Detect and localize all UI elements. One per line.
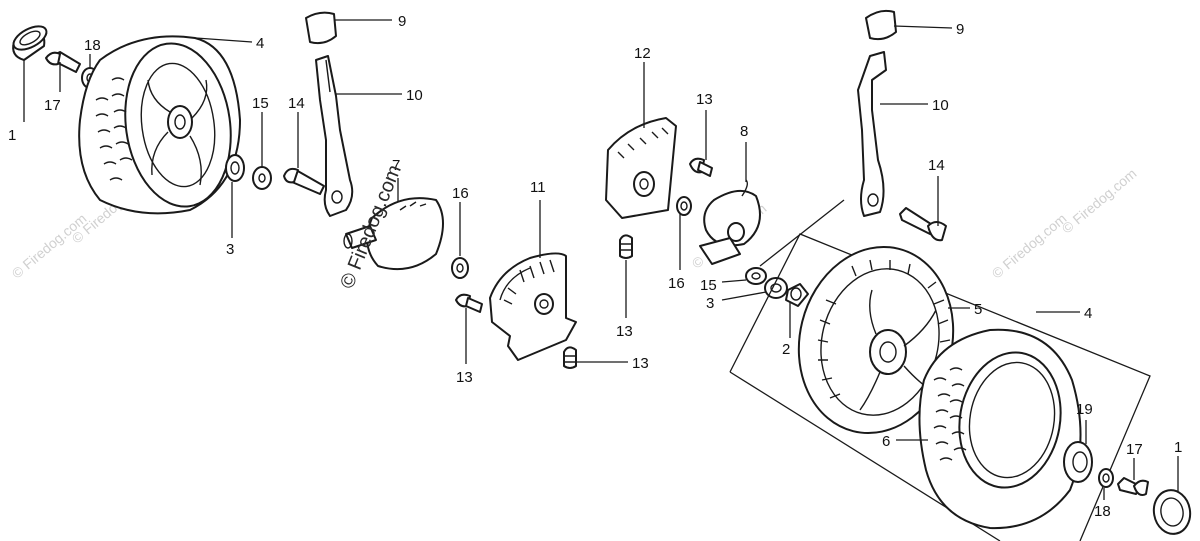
tire-6 (918, 328, 1082, 530)
washer-15-left (252, 166, 272, 190)
callout-3-right: 3 (706, 295, 714, 312)
callout-16-left: 16 (452, 185, 469, 202)
washer-16-left (451, 257, 469, 279)
bolt-14-left (283, 167, 325, 195)
callout-5: 5 (974, 301, 982, 318)
callout-7: 7 (392, 157, 400, 174)
callout-13-upper: 13 (696, 91, 713, 108)
callout-12: 12 (634, 45, 651, 62)
callout-8: 8 (740, 123, 748, 140)
adjuster-plate-7 (343, 197, 444, 271)
bolt-13-bottom (563, 346, 577, 369)
callout-10-left: 10 (406, 87, 423, 104)
callout-14-right: 14 (928, 157, 945, 174)
spacer-left (225, 154, 245, 182)
callout-2: 2 (782, 341, 790, 358)
wheel-bolt-right (1117, 477, 1149, 496)
callout-10-right: 10 (932, 97, 949, 114)
callout-13-middle: 13 (616, 323, 633, 340)
leader-lines (23, 19, 1179, 500)
callout-1-left: 1 (8, 127, 16, 144)
callout-6: 6 (882, 433, 890, 450)
hub-cap-right (1152, 489, 1192, 535)
watermark-right-2: © Firedog.com (1059, 165, 1140, 236)
callout-4-right: 4 (1084, 305, 1092, 322)
lever-grip-left (305, 11, 337, 45)
bolt-13-upper (689, 157, 713, 177)
washer-16-right (676, 196, 692, 216)
callout-13-left: 13 (456, 369, 473, 386)
callout-18-left: 18 (84, 37, 101, 54)
bearing-19 (1063, 441, 1093, 483)
tread-pattern-right (933, 367, 967, 461)
callout-9-left: 9 (398, 13, 406, 30)
callout-15-right: 15 (700, 277, 717, 294)
bolt-14-right (899, 207, 947, 242)
callout-18-right: 18 (1094, 503, 1111, 520)
bolt-13-middle-top (619, 234, 633, 259)
wheel-bolt-left (45, 51, 81, 73)
callout-1-right: 1 (1174, 439, 1182, 456)
callout-13-bottom: 13 (632, 355, 649, 372)
callout-9-right: 9 (956, 21, 964, 38)
callout-17-left: 17 (44, 97, 61, 114)
plate-12 (605, 117, 677, 219)
callout-14-left: 14 (288, 95, 305, 112)
height-lever-right (857, 51, 887, 217)
washer-15-right (745, 267, 767, 285)
callout-11: 11 (530, 179, 546, 196)
callout-17-right: 17 (1126, 441, 1143, 458)
callout-numbers: 1 17 18 4 3 15 14 9 10 7 16 13 11 12 13 … (8, 13, 1182, 520)
axle-bushing-2 (785, 283, 809, 307)
wheel-left (78, 35, 241, 215)
watermark-right: © Firedog.com (989, 210, 1070, 281)
hub-cap-left (12, 25, 48, 61)
callout-4-left: 4 (256, 35, 264, 52)
adjuster-plate-8 (699, 179, 761, 265)
callout-15-left: 15 (252, 95, 269, 112)
washer-right (1098, 468, 1114, 488)
callout-3-left: 3 (226, 241, 234, 258)
height-lever-left (315, 55, 354, 217)
callout-16-right: 16 (668, 275, 685, 292)
tread-pattern-left (95, 77, 133, 181)
rim-ribs (817, 259, 951, 399)
bolt-13-left (455, 293, 483, 313)
callout-19: 19 (1076, 401, 1093, 418)
lever-grip-right (865, 9, 897, 41)
wheel-bracket-11 (489, 252, 577, 361)
